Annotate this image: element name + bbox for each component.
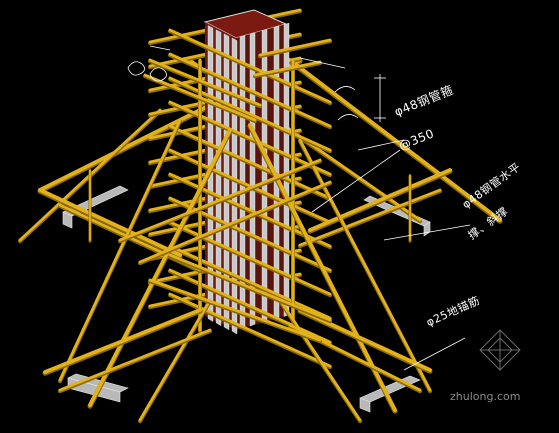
- collar-pipe-front: [168, 76, 332, 152]
- leader-line-brace: [383, 224, 471, 241]
- bottom-horizontal-pipe: [58, 328, 212, 392]
- horizontal-brace-pipe: [38, 188, 182, 257]
- mid-horizontal-pipe: [168, 253, 332, 322]
- collar-pipe-front: [168, 100, 332, 176]
- ground-block-left-side: [62, 211, 73, 229]
- top-collar-pipe: [253, 60, 322, 77]
- top-collar-pipe: [143, 73, 257, 122]
- inclined-brace-pipe: [278, 298, 362, 422]
- leader-line-anchor: [403, 337, 466, 371]
- collar-pipe-front: [168, 220, 332, 296]
- watermark-text: zhulong.com: [450, 390, 521, 403]
- ground-block-bottom-right-side: [359, 397, 371, 413]
- collar-pipe-front: [168, 268, 332, 344]
- zhulong-logo-icon: [479, 329, 521, 371]
- bottom-horizontal-pipe: [43, 308, 202, 374]
- collar-pipe-front: [168, 244, 332, 320]
- mid-horizontal-pipe: [138, 180, 332, 264]
- inclined-brace-pipe: [248, 123, 397, 412]
- collar-pipe-front: [168, 52, 332, 128]
- top-collar-pipe: [148, 58, 262, 107]
- collar-pipe-front: [168, 292, 332, 368]
- leader-line-pipe: [311, 149, 401, 213]
- mid-horizontal-pipe: [148, 278, 322, 342]
- collar-pipe-front: [168, 28, 332, 104]
- top-collar-pipe: [258, 38, 332, 57]
- diagonal-brace-pipe: [288, 58, 502, 222]
- inclined-brace-pipe: [298, 138, 432, 392]
- inclined-brace-pipe: [58, 118, 182, 382]
- pipes-front-layer: [37, 28, 453, 424]
- collar-pipe-front: [168, 148, 332, 224]
- leader-lines: [311, 139, 471, 371]
- mid-horizontal-pipe: [118, 158, 322, 242]
- bottom-horizontal-pipe: [298, 308, 432, 372]
- collar-pipe-front: [168, 124, 332, 200]
- horizontal-brace-pipe: [298, 188, 442, 247]
- horizontal-brace-pipe: [308, 168, 452, 232]
- inclined-brace-pipe: [138, 298, 212, 422]
- dimension-marker-icon: [127, 45, 386, 122]
- formwork-rib: [249, 32, 256, 327]
- inclined-brace-pipe: [88, 128, 232, 407]
